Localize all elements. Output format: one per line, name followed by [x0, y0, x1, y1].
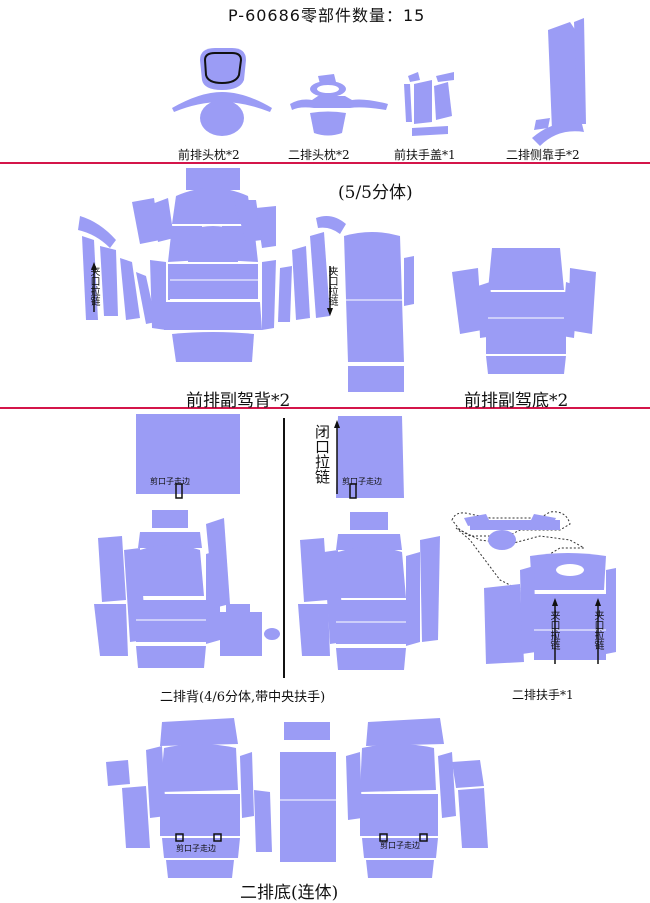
zipper-note-arm-left: 夹口拉链 [548, 610, 559, 650]
label-front-armrest-lid: 前扶手盖*1 [394, 148, 456, 162]
front-headrest-piece [172, 48, 272, 136]
label-front-base: 前排副驾底*2 [464, 391, 569, 411]
zipper-note-mid: 夹口拉链 [326, 266, 337, 306]
front-back-right-wings [278, 216, 346, 322]
label-second-base: 二排底(连体) [240, 883, 339, 903]
front-back-left-wings [78, 198, 174, 324]
label-front-headrest: 前排头枕*2 [178, 148, 240, 162]
label-second-armrest: 二排扶手*1 [512, 688, 574, 702]
cut-note-2: 剪口子走边 [342, 477, 382, 486]
front-armrest-lid-piece [404, 72, 454, 136]
label-second-headrest: 二排头枕*2 [288, 148, 350, 162]
label-front-back: 前排副驾背*2 [186, 391, 291, 411]
second-base-center [280, 722, 336, 862]
second-back-left-piece [94, 414, 280, 668]
cut-note-1: 剪口子走边 [150, 477, 190, 486]
front-back-tall-piece [344, 232, 414, 392]
second-side-armrest-piece [532, 18, 586, 146]
zipper-close-note: 闭口拉链 [313, 424, 331, 484]
divider-2 [0, 407, 650, 409]
label-second-back: 二排背(4/6分体,带中央扶手) [160, 690, 326, 705]
front-base-piece [452, 248, 596, 374]
cut-note-4: 剪口子走边 [380, 841, 420, 850]
cut-note-3: 剪口子走边 [176, 844, 216, 853]
page-title: P-60686零部件数量：15 [228, 6, 426, 25]
split-note: (5/5分体) [338, 183, 413, 203]
divider-1 [0, 162, 650, 164]
zipper-note-left: 夹口拉链 [88, 266, 99, 306]
label-second-side-armrest: 二排侧靠手*2 [506, 148, 580, 162]
second-headrest-piece [290, 74, 388, 136]
zipper-note-arm-right: 夹口拉链 [592, 610, 603, 650]
second-base-left [106, 718, 272, 878]
second-base-right [346, 718, 488, 878]
front-back-center [150, 168, 276, 362]
second-armrest-piece [451, 511, 616, 664]
second-back-right-piece [298, 416, 440, 670]
